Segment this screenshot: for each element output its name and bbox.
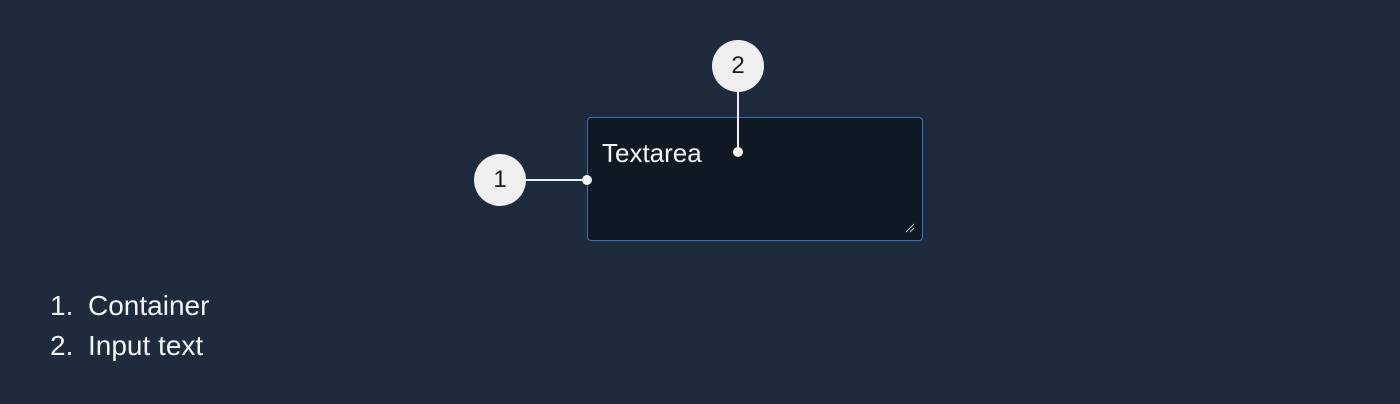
textarea-container[interactable]: Textarea [587, 117, 923, 241]
marker-input-text: 2 [712, 40, 764, 92]
callout-dot-input-text [733, 147, 743, 157]
legend-list: 1. Container 2. Input text [50, 286, 209, 366]
legend-label: Container [88, 290, 210, 321]
marker-container: 1 [474, 154, 526, 206]
callout-dot-container [582, 175, 592, 185]
legend-number: 2. [50, 330, 74, 361]
resize-handle-icon[interactable] [903, 221, 915, 233]
legend-number: 1. [50, 290, 74, 321]
textarea-input-text: Textarea [602, 138, 702, 168]
legend-item-input-text: 2. Input text [50, 326, 209, 366]
callout-line-input-text [737, 90, 739, 152]
callout-line-container [524, 179, 587, 181]
legend-item-container: 1. Container [50, 286, 209, 326]
legend-label: Input text [88, 330, 204, 361]
